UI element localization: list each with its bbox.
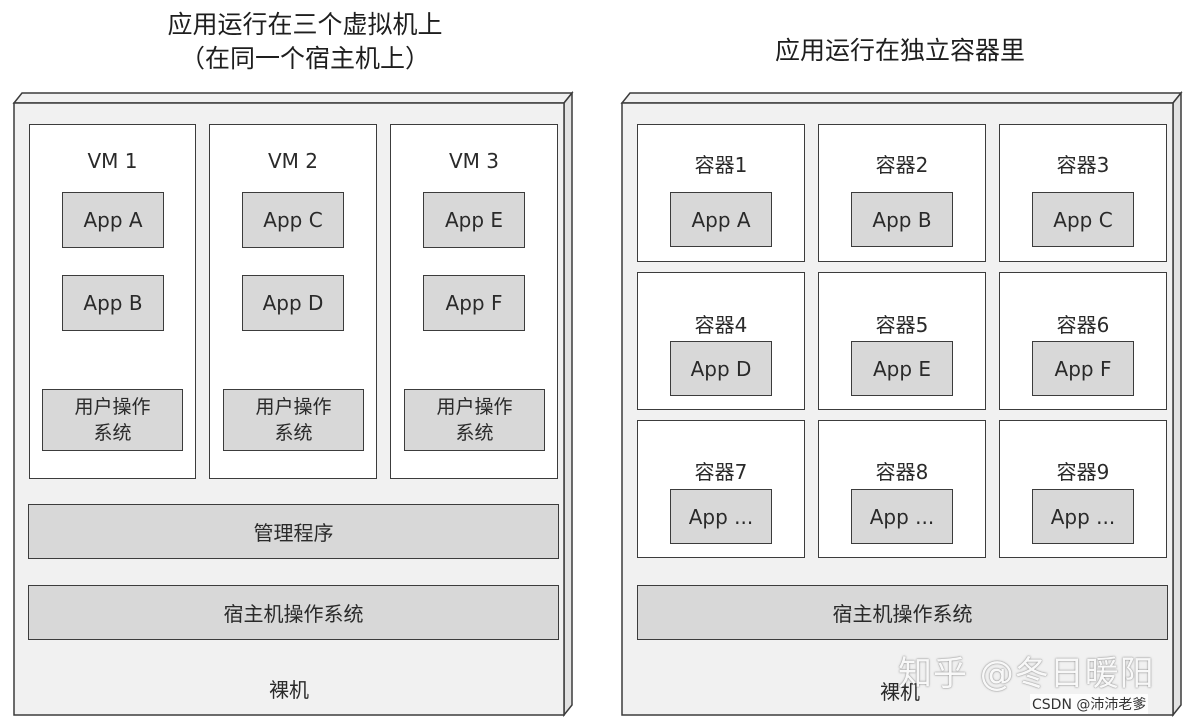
app-box: App E xyxy=(851,341,953,396)
guest-os-line1: 用户操作 xyxy=(255,396,332,418)
vm-label: VM 1 xyxy=(87,149,138,173)
left-title-line2: （在同一个宿主机上） xyxy=(179,44,430,73)
csdn-watermark: CSDN @沛沛老爹 xyxy=(1030,694,1149,714)
container-label: 容器7 xyxy=(694,460,748,484)
guest-os-box: 用户操作 系统 xyxy=(223,389,364,451)
container-label: 容器5 xyxy=(875,313,929,337)
app-box: App B xyxy=(851,192,953,247)
right-host-os-box: 宿主机操作系统 xyxy=(637,585,1168,640)
container-9: 容器9 App ... xyxy=(999,420,1167,558)
left-title-line1: 应用运行在三个虚拟机上 xyxy=(167,10,443,39)
app-box: App C xyxy=(1032,192,1134,247)
vm-1: VM 1 App A App B 用户操作 系统 xyxy=(29,124,196,479)
app-box: App C xyxy=(242,192,344,248)
app-box: App E xyxy=(423,192,525,248)
vm-label: VM 3 xyxy=(448,149,500,173)
container-4: 容器4 App D xyxy=(637,272,805,410)
right-bare-metal-label: 裸机 xyxy=(880,680,920,704)
guest-os-line2: 系统 xyxy=(274,422,313,444)
app-box: App ... xyxy=(851,489,953,544)
container-label: 容器9 xyxy=(1056,460,1110,484)
guest-os-line1: 用户操作 xyxy=(436,396,513,418)
left-host-os-box: 宿主机操作系统 xyxy=(28,585,559,640)
app-box: App B xyxy=(62,275,164,331)
guest-os-line2: 系统 xyxy=(93,422,132,444)
app-box: App F xyxy=(423,275,525,331)
guest-os-box: 用户操作 系统 xyxy=(42,389,183,451)
container-1: 容器1 App A xyxy=(637,124,805,262)
container-8: 容器8 App ... xyxy=(818,420,986,558)
container-label: 容器1 xyxy=(694,153,748,177)
left-bare-metal-label: 裸机 xyxy=(269,678,309,702)
container-5: 容器5 App E xyxy=(818,272,986,410)
app-box: App A xyxy=(62,192,164,248)
app-box: App ... xyxy=(1032,489,1134,544)
vm-label: VM 2 xyxy=(267,149,319,173)
app-box: App D xyxy=(670,341,772,396)
container-label: 容器8 xyxy=(875,460,929,484)
guest-os-box: 用户操作 系统 xyxy=(404,389,545,451)
container-label: 容器3 xyxy=(1056,153,1110,177)
container-6: 容器6 App F xyxy=(999,272,1167,410)
left-diagram-title: 应用运行在三个虚拟机上 （在同一个宿主机上） xyxy=(20,8,590,76)
container-2: 容器2 App B xyxy=(818,124,986,262)
container-label: 容器6 xyxy=(1056,313,1110,337)
app-box: App A xyxy=(670,192,772,247)
container-3: 容器3 App C xyxy=(999,124,1167,262)
container-label: 容器4 xyxy=(694,313,748,337)
app-box: App D xyxy=(242,275,344,331)
container-7: 容器7 App ... xyxy=(637,420,805,558)
vm-2: VM 2 App C App D 用户操作 系统 xyxy=(209,124,377,479)
hypervisor-box: 管理程序 xyxy=(28,504,559,559)
right-diagram-title: 应用运行在独立容器里 xyxy=(774,36,1025,65)
container-label: 容器2 xyxy=(875,153,929,177)
guest-os-line2: 系统 xyxy=(455,422,494,444)
guest-os-line1: 用户操作 xyxy=(74,396,151,418)
app-box: App F xyxy=(1032,341,1134,396)
zhihu-watermark: 知乎 @冬日暖阳 xyxy=(898,654,1155,694)
app-box: App ... xyxy=(670,489,772,544)
vm-3: VM 3 App E App F 用户操作 系统 xyxy=(390,124,558,479)
